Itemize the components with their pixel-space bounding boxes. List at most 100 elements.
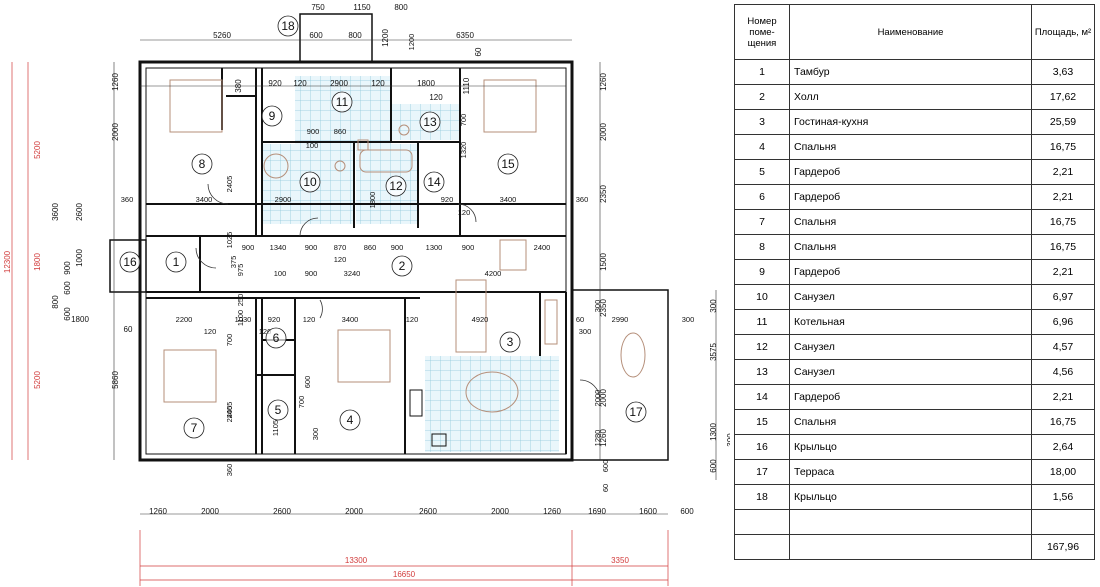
dim-label: 3575 bbox=[709, 343, 718, 361]
dim-label: 1320 bbox=[459, 142, 468, 159]
dim-label: 920 bbox=[268, 315, 281, 324]
dim-label: 750 bbox=[311, 3, 325, 12]
dim-label: 1280 bbox=[593, 430, 602, 447]
dim-label: 700 bbox=[225, 334, 234, 347]
cell-name: Гостиная-кухня bbox=[789, 109, 1032, 135]
dim-label: 6350 bbox=[456, 31, 474, 40]
cell-area: 18,00 bbox=[1031, 459, 1095, 485]
terrace-outline bbox=[571, 289, 669, 461]
dim-label: 860 bbox=[364, 243, 377, 252]
room-number: 8 bbox=[199, 157, 206, 171]
cell-num: 15 bbox=[734, 409, 790, 435]
dim-label: 3600 bbox=[51, 203, 60, 221]
dim-label: 920 bbox=[268, 79, 282, 88]
dim-label: 300 bbox=[726, 433, 730, 447]
dim-label: 900 bbox=[462, 243, 475, 252]
dim-label: 300 bbox=[311, 428, 320, 441]
room-number-circle bbox=[267, 399, 289, 421]
dim-label: 1200 bbox=[381, 29, 390, 47]
cell-name: Гардероб bbox=[789, 159, 1032, 185]
room-number-circle bbox=[625, 401, 647, 423]
cell-num: 7 bbox=[734, 209, 790, 235]
cell-area: 16,75 bbox=[1031, 134, 1095, 160]
dim-label: 900 bbox=[63, 261, 72, 275]
cell-num: 4 bbox=[734, 134, 790, 160]
dim-label: 2000 bbox=[345, 507, 363, 516]
room-number-circle bbox=[423, 171, 445, 193]
dim-label: 4200 bbox=[485, 269, 502, 278]
dim-label: 2200 bbox=[176, 315, 193, 324]
cell-num: 8 bbox=[734, 234, 790, 260]
dim-label: 1030 bbox=[235, 315, 252, 324]
cell-empty bbox=[789, 534, 1032, 560]
dim-label: 900 bbox=[307, 127, 320, 136]
room-number: 6 bbox=[273, 331, 280, 345]
dim-label: 1300 bbox=[426, 243, 443, 252]
room-number: 10 bbox=[303, 175, 317, 189]
dim-label: 2990 bbox=[612, 315, 629, 324]
cell-empty bbox=[1031, 509, 1095, 535]
dim-label: 100 bbox=[274, 269, 287, 278]
table-header-row: Номер поме- щения Наименование Площадь, … bbox=[734, 4, 1095, 60]
door-icon bbox=[299, 217, 319, 237]
cell-area: 3,63 bbox=[1031, 59, 1095, 85]
room-number: 18 bbox=[281, 19, 295, 33]
room-number-circle bbox=[265, 327, 287, 349]
dim-label: 360 bbox=[576, 195, 589, 204]
armchair-icon bbox=[499, 239, 527, 271]
dim-label: 1200 bbox=[407, 34, 416, 51]
dim-label: 1300 bbox=[709, 423, 718, 441]
dim-label: 600 bbox=[680, 507, 694, 516]
dim-label: 120 bbox=[371, 79, 385, 88]
cell-name: Спальня bbox=[789, 209, 1032, 235]
dim-label: 900 bbox=[242, 243, 255, 252]
dim-label: 1110 bbox=[462, 77, 471, 94]
dim-label: 2405 bbox=[225, 402, 234, 419]
dining-table-icon bbox=[465, 371, 519, 413]
dim-label: 900 bbox=[391, 243, 404, 252]
toilet-icon bbox=[398, 124, 410, 136]
cell-area: 1,56 bbox=[1031, 484, 1095, 510]
dim-label: 1260 bbox=[149, 507, 167, 516]
dim-label: 1025 bbox=[225, 232, 234, 249]
cell-num: 16 bbox=[734, 434, 790, 460]
room-number-circle bbox=[419, 111, 441, 133]
room-number: 13 bbox=[423, 115, 437, 129]
dim-label: 2405 bbox=[225, 406, 234, 423]
dim-label-total: 5200 bbox=[33, 371, 42, 389]
dim-label: 120 bbox=[406, 315, 419, 324]
dim-label: 300 bbox=[709, 299, 718, 313]
cell-name: Санузел bbox=[789, 284, 1032, 310]
dim-label: 60 bbox=[576, 315, 584, 324]
cell-area: 4,57 bbox=[1031, 334, 1095, 360]
room-number: 17 bbox=[629, 405, 643, 419]
table-total-row: 167,96 bbox=[734, 534, 1095, 560]
cell-area: 17,62 bbox=[1031, 84, 1095, 110]
room-number-circle bbox=[277, 15, 299, 37]
dim-label: 2405 bbox=[225, 176, 234, 193]
dim-label: 120 bbox=[429, 93, 443, 102]
dim-label: 700 bbox=[297, 396, 306, 409]
porch-18-outline bbox=[299, 13, 373, 63]
cell-num: 14 bbox=[734, 384, 790, 410]
cell-num: 2 bbox=[734, 84, 790, 110]
dim-label: 120 bbox=[293, 79, 307, 88]
cell-num: 3 bbox=[734, 109, 790, 135]
boiler-icon bbox=[357, 139, 369, 151]
cell-name: Крыльцо bbox=[789, 484, 1032, 510]
cell-num: 18 bbox=[734, 484, 790, 510]
dim-label: 380 bbox=[234, 79, 243, 93]
dim-label-total: 1800 bbox=[33, 253, 42, 271]
dim-label: 1340 bbox=[270, 243, 287, 252]
cell-name: Спальня bbox=[789, 234, 1032, 260]
dim-label-total: 3350 bbox=[611, 556, 629, 565]
